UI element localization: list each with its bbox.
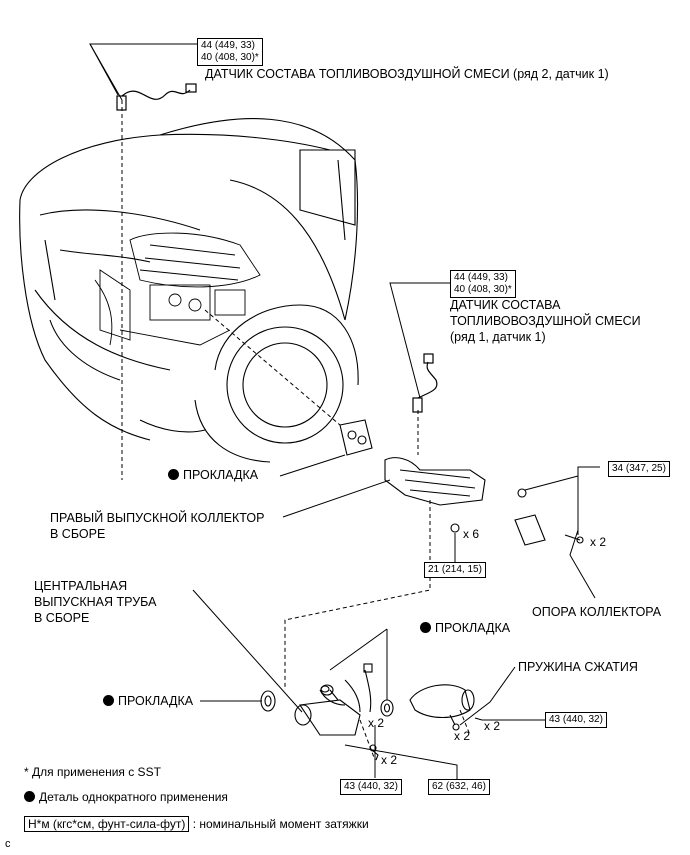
qty-pipe-bolts: x 2 xyxy=(381,753,398,767)
legend-text: : номинальный момент затяжки xyxy=(192,817,369,831)
non-reusable-dot-icon xyxy=(420,622,431,633)
label-sensor-bank2: ДАТЧИК СОСТАВА ТОПЛИВОВОЗДУШНОЙ СМЕСИ (р… xyxy=(205,67,609,81)
label-compression-spring: ПРУЖИНА СЖАТИЯ xyxy=(518,660,638,674)
sensor-bank2 xyxy=(116,83,197,111)
torque-spec: 43 (440, 32) xyxy=(549,714,603,725)
label-gasket-left: ПРОКЛАДКА xyxy=(103,693,193,709)
sensor-bank1 xyxy=(412,353,438,413)
qty-manifold-nuts: x 6 xyxy=(463,527,480,541)
non-reusable-dot-icon xyxy=(168,469,179,480)
torque-box-stay-bolts: 34 (347, 25) xyxy=(608,461,670,477)
torque-spec-sst: 40 (408, 30)* xyxy=(201,52,259,63)
legend-sst-note: * Для применения с SST xyxy=(24,765,161,779)
torque-box-sensor-bank2: 44 (449, 33) 40 (408, 30)* xyxy=(197,38,263,66)
center-exhaust-pipe xyxy=(294,663,373,736)
torque-unit-box: Н*м (кгс*см, фунт-сила-фут) xyxy=(24,816,190,832)
corner-mark: c xyxy=(5,838,11,850)
dashed-guides xyxy=(121,100,471,761)
torque-box-spring-bolts: 43 (440, 32) xyxy=(545,712,607,728)
label-line: ДАТЧИК СОСТАВА xyxy=(450,298,561,312)
label-text: ПРОКЛАДКА xyxy=(183,468,259,482)
front-pipe-catalyst xyxy=(409,684,483,731)
label-gasket-upper: ПРОКЛАДКА xyxy=(420,620,510,636)
manifold-stay xyxy=(514,488,584,546)
label-line: В СБОРЕ xyxy=(34,611,90,625)
label-center-pipe: ЦЕНТРАЛЬНАЯ ВЫПУСКНАЯ ТРУБА В СБОРЕ xyxy=(34,578,156,626)
pipe-bolts xyxy=(369,744,379,761)
legend-torque: Н*м (кгс*см, фунт-сила-фут) : номинальны… xyxy=(24,816,369,832)
torque-box-pipe-bolts: 43 (440, 32) xyxy=(340,779,402,795)
qty-spring-left: x 2 xyxy=(454,729,471,743)
qty-spring-right: x 2 xyxy=(484,719,501,733)
torque-spec: 21 (214, 15) xyxy=(428,564,482,575)
label-line: ЦЕНТРАЛЬНАЯ xyxy=(34,579,128,593)
label-line: (ряд 1, датчик 1) xyxy=(450,330,546,344)
torque-spec-standard: 44 (449, 33) xyxy=(454,272,508,283)
label-text: ПРОКЛАДКА xyxy=(435,621,511,635)
vehicle-outline xyxy=(19,118,359,463)
torque-spec: 34 (347, 25) xyxy=(612,463,666,474)
engine-bay xyxy=(94,232,261,346)
non-reusable-dot-icon xyxy=(24,791,35,802)
label-line: В СБОРЕ xyxy=(50,527,106,541)
label-sensor-bank1: ДАТЧИК СОСТАВА ТОПЛИВОВОЗДУШНОЙ СМЕСИ (р… xyxy=(450,297,641,345)
legend-non-reusable: Деталь однократного применения xyxy=(24,789,228,805)
label-rh-manifold: ПРАВЫЙ ВЫПУСКНОЙ КОЛЛЕКТОР В СБОРЕ xyxy=(50,510,264,542)
torque-spec: 43 (440, 32) xyxy=(344,781,398,792)
torque-spec-sst: 40 (408, 30)* xyxy=(454,284,512,295)
non-reusable-dot-icon xyxy=(103,695,114,706)
label-gasket-manifold: ПРОКЛАДКА xyxy=(168,467,258,483)
qty-stay-bolts: x 2 xyxy=(590,535,607,549)
torque-spec: 62 (632, 46) xyxy=(432,781,486,792)
label-line: ПРАВЫЙ ВЫПУСКНОЙ КОЛЛЕКТОР xyxy=(50,511,265,525)
label-manifold-stay: ОПОРА КОЛЛЕКТОРА xyxy=(532,605,662,619)
center-pipe-gaskets xyxy=(260,685,394,717)
torque-box-pipe-nuts: 62 (632, 46) xyxy=(428,779,490,795)
label-text: ПРОКЛАДКА xyxy=(118,694,194,708)
rh-exhaust-manifold xyxy=(384,457,486,533)
qty-center-pipe-studs: x 2 xyxy=(368,716,385,730)
legend-text: Деталь однократного применения xyxy=(39,790,228,804)
torque-box-manifold-nuts: 21 (214, 15) xyxy=(424,562,486,578)
label-line: ВЫПУСКНАЯ ТРУБА xyxy=(34,595,157,609)
torque-spec-standard: 44 (449, 33) xyxy=(201,40,255,51)
torque-box-sensor-bank1: 44 (449, 33) 40 (408, 30)* xyxy=(450,270,516,298)
leader-lines xyxy=(89,43,600,782)
label-line: ТОПЛИВОВОЗДУШНОЙ СМЕСИ xyxy=(450,314,641,328)
manifold-gasket xyxy=(339,419,373,456)
